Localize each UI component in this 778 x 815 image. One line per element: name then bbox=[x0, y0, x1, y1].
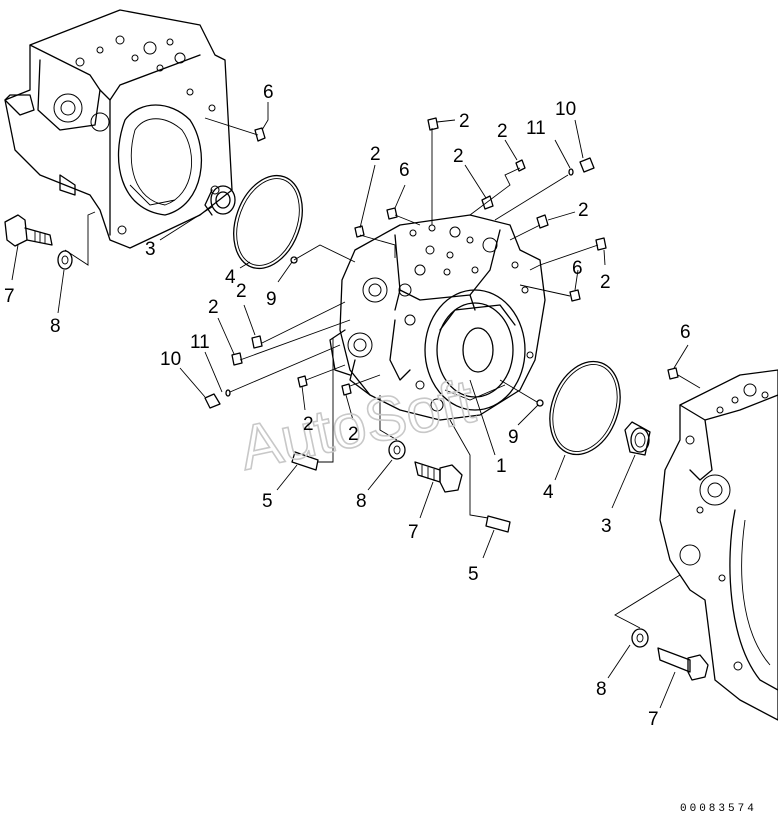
callout-2: 2 bbox=[600, 272, 611, 293]
center-pump-body bbox=[329, 214, 546, 421]
callout-2: 2 bbox=[370, 144, 381, 165]
callout-10: 10 bbox=[555, 99, 576, 120]
callout-6: 6 bbox=[399, 160, 410, 181]
callout-2: 2 bbox=[453, 146, 464, 167]
o-ring-11-top bbox=[568, 168, 574, 176]
callout-labels: 6 7 8 3 4 9 2 2 2 2 2 11 10 6 2 2 6 2 11… bbox=[4, 82, 691, 730]
left-pump-housing bbox=[4, 9, 233, 249]
washer-center bbox=[388, 440, 406, 460]
callout-10: 10 bbox=[160, 349, 181, 370]
callout-5: 5 bbox=[468, 564, 479, 585]
document-number: 00083574 bbox=[680, 803, 757, 815]
callout-2: 2 bbox=[497, 121, 508, 142]
callout-6: 6 bbox=[263, 82, 274, 103]
washer-right-inner bbox=[636, 633, 644, 643]
o-ring-left bbox=[233, 174, 303, 270]
o-ring-left-inner bbox=[236, 178, 300, 266]
pin-5-right bbox=[485, 515, 511, 533]
o-ring-right bbox=[549, 360, 621, 456]
callout-6: 6 bbox=[680, 322, 691, 343]
callout-3: 3 bbox=[601, 516, 612, 537]
washer-left-inner bbox=[61, 255, 69, 265]
callout-7: 7 bbox=[408, 522, 419, 543]
callout-2: 2 bbox=[236, 281, 247, 302]
callout-1: 1 bbox=[496, 456, 507, 477]
callout-3: 3 bbox=[145, 239, 156, 260]
callout-6: 6 bbox=[572, 258, 583, 279]
plug-10-left bbox=[204, 393, 221, 409]
callout-2: 2 bbox=[208, 297, 219, 318]
bolt-right bbox=[657, 647, 709, 681]
o-ring-9-left bbox=[290, 256, 298, 264]
screws-2 bbox=[231, 117, 679, 396]
callout-7: 7 bbox=[648, 709, 659, 730]
callout-8: 8 bbox=[596, 679, 607, 700]
right-pump-housing bbox=[659, 369, 778, 721]
bolt-left bbox=[4, 214, 53, 247]
leader-lines bbox=[11, 102, 701, 709]
callout-4: 4 bbox=[543, 482, 554, 503]
callout-2: 2 bbox=[303, 414, 314, 435]
o-ring-9-right bbox=[536, 399, 544, 407]
callout-11: 11 bbox=[190, 332, 210, 353]
plug-10-top bbox=[579, 157, 595, 173]
washer-center-inner bbox=[393, 445, 401, 455]
o-ring-right-inner bbox=[552, 364, 618, 452]
callout-7: 7 bbox=[4, 286, 15, 307]
callout-2: 2 bbox=[459, 111, 470, 132]
callout-11: 11 bbox=[526, 118, 546, 139]
washer-left bbox=[57, 250, 73, 270]
o-ring-11-left bbox=[225, 389, 231, 397]
callout-9: 9 bbox=[508, 427, 519, 448]
callout-8: 8 bbox=[50, 316, 61, 337]
bolt-center bbox=[414, 461, 463, 493]
callout-4: 4 bbox=[225, 267, 236, 288]
callout-9: 9 bbox=[266, 289, 277, 310]
callout-5: 5 bbox=[262, 491, 273, 512]
callout-8: 8 bbox=[356, 491, 367, 512]
bolt-6-top bbox=[254, 127, 266, 142]
pin-5-left bbox=[291, 451, 319, 471]
washer-right bbox=[631, 628, 649, 648]
callout-2: 2 bbox=[578, 200, 589, 221]
bearing-left bbox=[204, 185, 236, 216]
bearing-right bbox=[624, 421, 651, 456]
callout-2: 2 bbox=[348, 424, 359, 445]
